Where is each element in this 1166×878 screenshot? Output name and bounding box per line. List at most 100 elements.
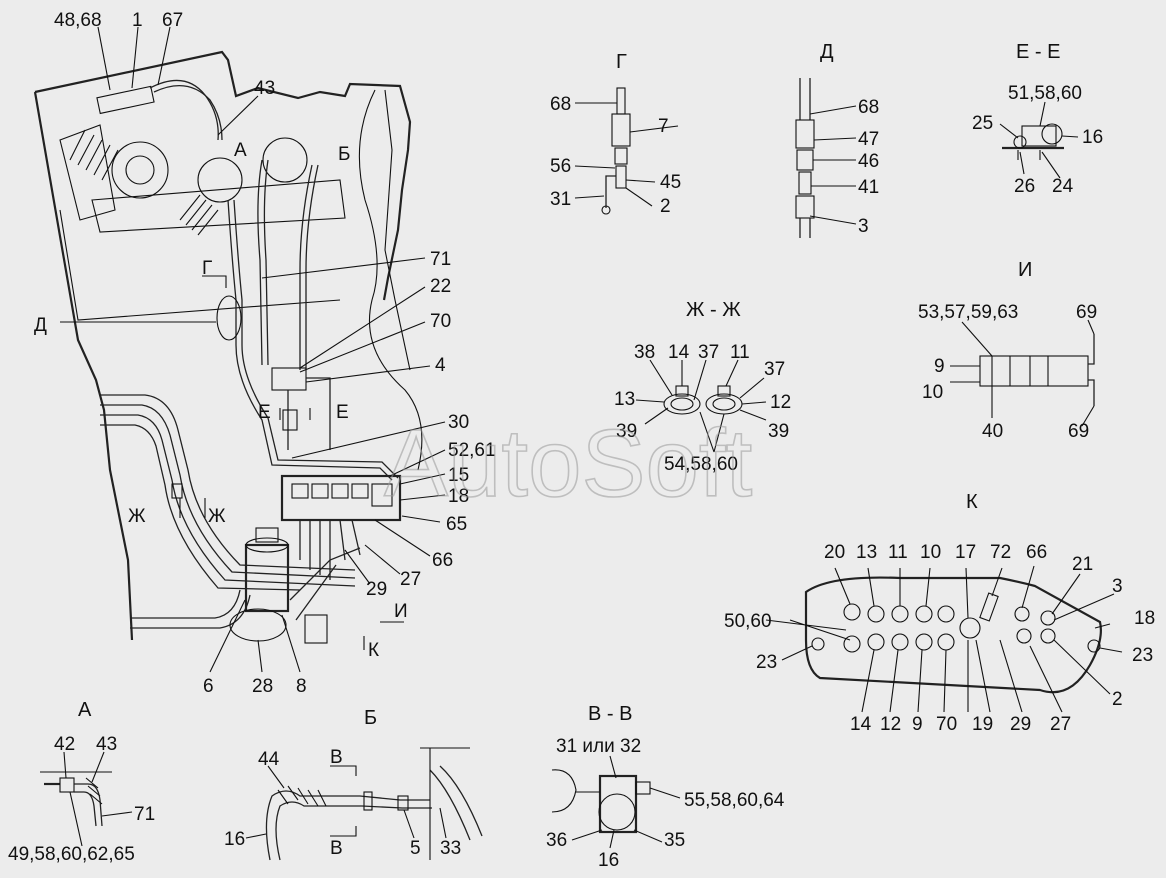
g-label-56: 56 <box>550 156 571 177</box>
label-4: 4 <box>435 355 446 376</box>
label-1: 1 <box>132 10 143 31</box>
label-71: 71 <box>430 249 451 270</box>
leader-30 <box>291 421 446 459</box>
filter-cap <box>255 527 279 543</box>
k-port-13 <box>867 605 885 623</box>
control-block <box>280 474 402 522</box>
filter-8 <box>244 543 290 613</box>
vv-leaders <box>571 755 681 849</box>
k-port-20 <box>843 603 861 621</box>
i-pipes-69 <box>1088 334 1095 406</box>
g-fitting-45 <box>615 165 627 189</box>
leader-4 <box>305 365 431 383</box>
frame-beam <box>91 179 346 233</box>
zh-leaders <box>635 359 767 453</box>
k-label-2: 2 <box>1112 689 1123 710</box>
leader-27 <box>364 544 401 575</box>
view-g-title: Г <box>616 51 627 73</box>
k-label-3: 3 <box>1112 576 1123 597</box>
b-hose-16 <box>265 790 430 861</box>
leader-6 <box>209 599 246 673</box>
k-fitting-72 <box>979 592 999 622</box>
k-label-23a: 23 <box>756 652 777 673</box>
leader-66 <box>374 519 431 557</box>
zh-label-12: 12 <box>770 392 791 413</box>
ee-label-26: 26 <box>1014 176 1035 197</box>
pipe-67b <box>153 85 223 141</box>
leader-52 <box>389 449 446 477</box>
view-ee-title: Е - Е <box>1016 41 1060 63</box>
k-label-9: 9 <box>912 714 923 735</box>
k-port-10a <box>915 605 933 623</box>
cab-outline-top <box>34 50 412 301</box>
leader-28 <box>257 639 263 673</box>
vv-label-31-32: 31 или 32 <box>556 736 641 757</box>
label-22: 22 <box>430 276 451 297</box>
k-label-70: 70 <box>936 714 957 735</box>
k-label-50-60: 50,60 <box>724 611 772 632</box>
k-label-72: 72 <box>990 542 1011 563</box>
k-label-10: 10 <box>920 542 941 563</box>
pipe-29 <box>289 547 361 601</box>
k-port-27 <box>1016 628 1032 644</box>
leader-70 <box>299 321 426 373</box>
hose-b2 <box>263 159 269 366</box>
leader-48 <box>97 26 111 91</box>
block-valve-1 <box>291 483 309 499</box>
d-fitting-46 <box>796 149 814 171</box>
vv-label-35: 35 <box>664 830 685 851</box>
block-outlets <box>299 519 361 580</box>
leader-22 <box>299 286 426 369</box>
k-label-18: 18 <box>1134 608 1155 629</box>
hose-c2 <box>305 164 319 370</box>
view-zhzh-title: Ж - Ж <box>686 299 741 321</box>
i-label-53-57-59-63: 53,57,59,63 <box>918 302 1018 323</box>
label-view-b: Б <box>338 144 350 165</box>
k-port-3 <box>1040 610 1056 626</box>
d-label-3: 3 <box>858 216 869 237</box>
label-66: 66 <box>432 550 453 571</box>
view-vv-title: В - В <box>588 703 632 725</box>
pipe-4 <box>306 377 331 450</box>
view-vv: В - В 31 или 32 55,58,60,64 36 16 35 <box>546 703 785 871</box>
k-label-11: 11 <box>888 542 908 563</box>
label-43: 43 <box>254 78 275 99</box>
d-label-41: 41 <box>858 177 879 198</box>
bundle-2 <box>100 404 356 579</box>
main-view: 48,68 1 67 43 А Б Г Д 71 22 70 4 Е Е 30 … <box>33 10 496 697</box>
k-label-19: 19 <box>972 714 993 735</box>
vv-label-16: 16 <box>598 850 619 871</box>
view-a-title: А <box>78 699 92 721</box>
valve-inner <box>125 155 155 185</box>
g-hose-68 <box>616 87 626 115</box>
view-k-title: К <box>966 491 978 513</box>
i-label-10: 10 <box>922 382 943 403</box>
ee-bolt-25 <box>1013 135 1027 149</box>
label-6: 6 <box>203 676 214 697</box>
view-ee: Е - Е 51,58,60 25 16 26 24 <box>972 41 1103 197</box>
d-fitting-47 <box>795 119 815 149</box>
leader-43 <box>217 95 259 136</box>
view-i: И 53,57,59,63 69 9 10 40 69 <box>918 259 1097 442</box>
zh-label-38: 38 <box>634 342 655 363</box>
d-pipe-3 <box>799 218 811 238</box>
pipe-lower <box>130 589 241 619</box>
fitting-round-2 <box>262 137 308 183</box>
k-label-14: 14 <box>850 714 872 735</box>
label-zh-left: Ж <box>128 506 146 527</box>
d-hose-68 <box>799 78 811 120</box>
leader-65 <box>401 515 441 523</box>
label-zh-right: Ж <box>208 506 226 527</box>
zh-clamp-left <box>663 393 701 415</box>
leader-29 <box>344 549 371 585</box>
d-label-47: 47 <box>858 129 879 150</box>
a-hose <box>74 783 103 827</box>
b-spiral-44 <box>277 785 327 807</box>
ee-label-25: 25 <box>972 113 993 134</box>
view-i-title: И <box>1018 259 1032 281</box>
d-label-68: 68 <box>858 97 879 118</box>
hose-c <box>299 164 313 370</box>
k-leaders <box>765 565 1123 713</box>
fitting-round <box>197 157 243 203</box>
ee-pipe-16 <box>1041 123 1063 145</box>
